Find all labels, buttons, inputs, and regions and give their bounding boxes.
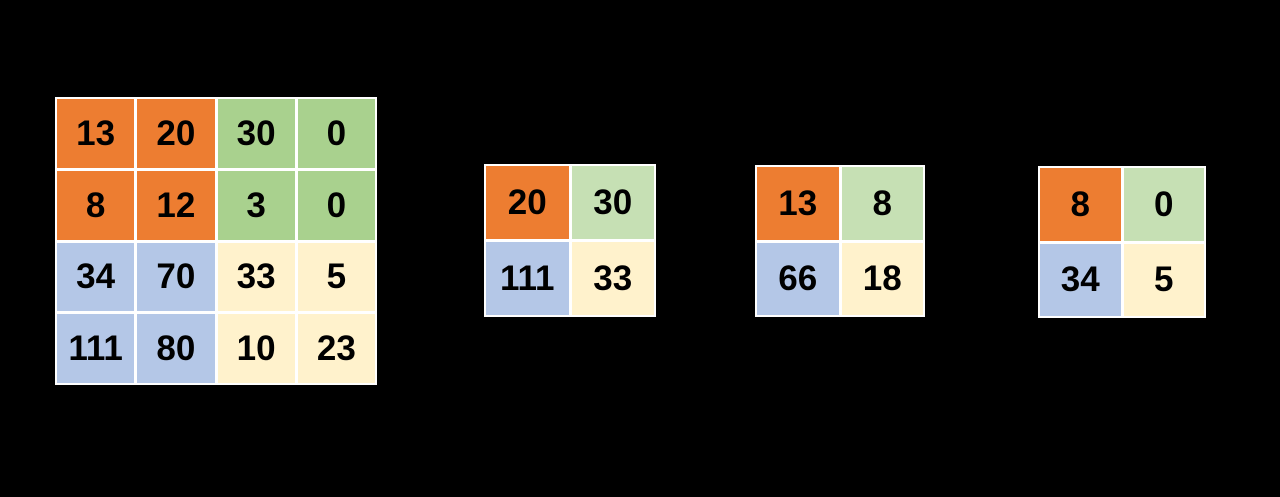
matrix-cell: 5 bbox=[1123, 243, 1204, 316]
matrix-cell: 3 bbox=[217, 170, 295, 240]
matrix-cell: 0 bbox=[297, 170, 375, 240]
matrix-cell: 33 bbox=[217, 242, 295, 312]
matrix-cell: 8 bbox=[1040, 168, 1121, 241]
matrix-cell: 13 bbox=[57, 99, 135, 168]
matrix-cell: 33 bbox=[571, 242, 654, 315]
matrix-cell: 111 bbox=[486, 242, 569, 315]
matrix-cell: 18 bbox=[841, 242, 923, 315]
matrix-cell: 0 bbox=[297, 99, 375, 168]
matrix-cell: 20 bbox=[137, 99, 215, 168]
matrix-cell: 13 bbox=[757, 167, 839, 240]
matrix-cell: 111 bbox=[57, 314, 135, 383]
matrix-cell: 30 bbox=[217, 99, 295, 168]
matrix-cell: 66 bbox=[757, 242, 839, 315]
matrix-cell: 30 bbox=[571, 166, 654, 239]
matrix-cell: 23 bbox=[297, 314, 375, 383]
matrix-cell: 10 bbox=[217, 314, 295, 383]
matrix-cell: 34 bbox=[57, 242, 135, 312]
matrix-cell: 34 bbox=[1040, 243, 1121, 316]
matrix-cell: 0 bbox=[1123, 168, 1204, 241]
matrix-cell: 8 bbox=[57, 170, 135, 240]
matrix-cell: 20 bbox=[486, 166, 569, 239]
matrix-cell: 8 bbox=[841, 167, 923, 240]
matrix-cell: 70 bbox=[137, 242, 215, 312]
matrix-cell: 5 bbox=[297, 242, 375, 312]
matrix-cell: 80 bbox=[137, 314, 215, 383]
matrix-cell: 12 bbox=[137, 170, 215, 240]
